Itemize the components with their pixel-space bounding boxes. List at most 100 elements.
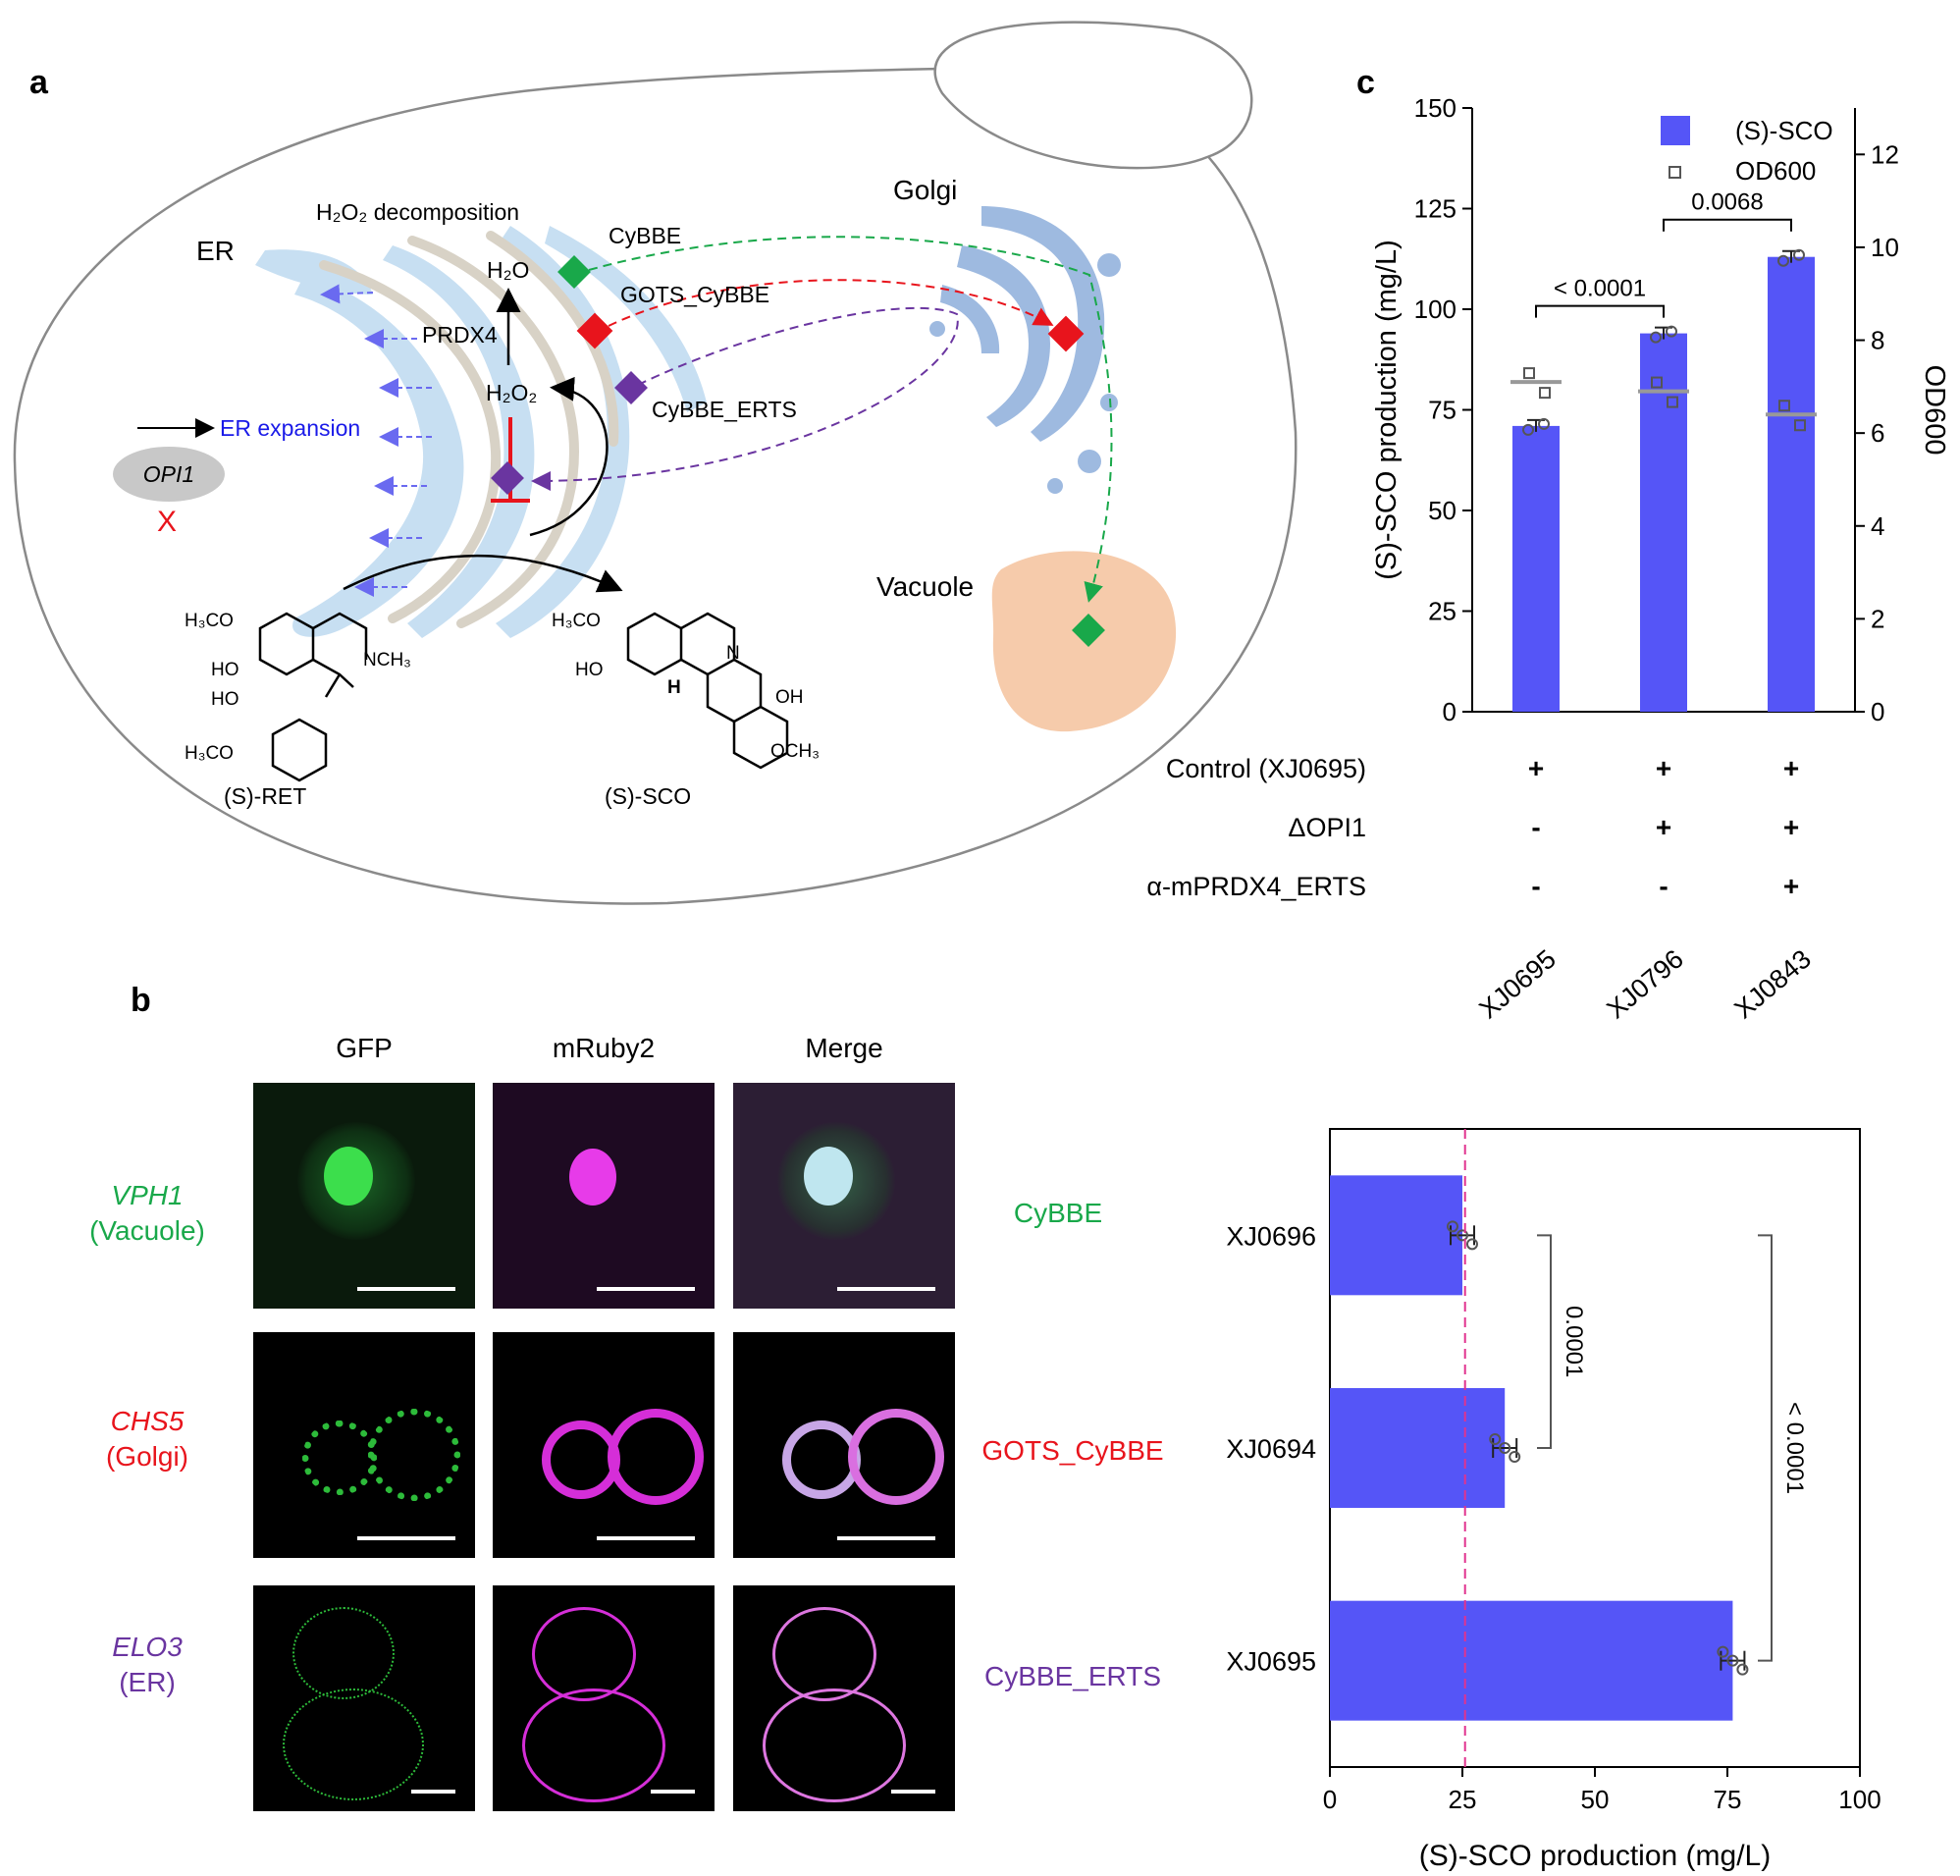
condition-label: ΔOPI1 <box>1288 813 1366 842</box>
micrograph-chs5-gfp <box>253 1332 475 1558</box>
replicate-point <box>1522 423 1534 436</box>
condition-sign: + <box>1656 753 1671 783</box>
row-label-elo3: ELO3(ER) <box>112 1632 183 1698</box>
significance-label: < 0.0001 <box>1781 1402 1808 1494</box>
vacuole-label: Vacuole <box>876 571 975 602</box>
y2-tick-label: 4 <box>1871 511 1884 541</box>
x-tick-label: 50 <box>1581 1785 1610 1814</box>
y-category-label: XJ0695 <box>1226 1647 1316 1677</box>
sco-och3: OCH₃ <box>770 741 820 762</box>
legend-label-od600: OD600 <box>1735 156 1816 186</box>
bar-xj0843 <box>1768 256 1815 712</box>
condition-label: Control (XJ0695) <box>1166 754 1366 783</box>
ret-ho-2: HO <box>211 689 239 710</box>
hbar-xj0695 <box>1330 1600 1733 1721</box>
condition-sign: - <box>1531 812 1540 842</box>
micrograph-elo3-gfp <box>253 1585 475 1811</box>
od600-point <box>1523 367 1535 380</box>
x-axis-title: (S)-SCO production (mg/L) <box>1419 1840 1771 1872</box>
ret-h3co-bottom: H₃CO <box>185 743 234 764</box>
replicate-point <box>1666 325 1677 338</box>
y-tick-label: 100 <box>1414 295 1457 324</box>
x-tick-label: 100 <box>1838 1785 1881 1814</box>
ret-label: (S)-RET <box>224 783 307 809</box>
construct-label-gots-cybbe: GOTS_CyBBE <box>981 1435 1164 1466</box>
ret-structure <box>258 612 368 782</box>
cybbe-erts-diamond <box>614 371 648 404</box>
significance-label: < 0.0001 <box>1554 276 1646 302</box>
condition-sign: + <box>1783 871 1799 901</box>
sco-structure <box>626 612 789 770</box>
prdx4-label: PRDX4 <box>422 322 498 348</box>
micrograph-elo3-mruby2 <box>493 1585 715 1811</box>
golgi-label: Golgi <box>893 175 958 205</box>
replicate-point <box>1447 1220 1458 1233</box>
replicate-point <box>1457 1229 1468 1242</box>
condition-sign: + <box>1528 753 1544 783</box>
legend-label-sco: (S)-SCO <box>1735 116 1833 145</box>
x-category-label: XJ0843 <box>1728 944 1816 1025</box>
od600-point <box>1778 400 1790 412</box>
construct-label-cybbe: CyBBE <box>1013 1198 1103 1228</box>
y-tick-label: 75 <box>1428 396 1457 425</box>
ret-h3co-top: H₃CO <box>185 611 234 631</box>
opi1-ellipse <box>113 447 225 502</box>
micrograph-vph1-mruby2 <box>493 1083 715 1309</box>
opi1-deletion-mark: X <box>157 506 178 538</box>
y-category-label: XJ0694 <box>1226 1434 1316 1464</box>
sco-h3co: H₃CO <box>552 611 601 631</box>
x-tick-label: 25 <box>1449 1785 1477 1814</box>
significance-label: 0.0001 <box>1561 1306 1587 1377</box>
cybbe-diamond <box>557 255 591 289</box>
od600-point <box>1539 387 1551 400</box>
cybbe-label: CyBBE <box>609 223 682 248</box>
sco-n: N <box>726 643 740 664</box>
micrograph-chs5-merge <box>733 1332 955 1558</box>
replicate-point <box>1650 331 1662 344</box>
erts-diamond-er <box>491 461 524 495</box>
panel-label-c: c <box>1356 64 1375 101</box>
er-expansion-arrows <box>320 284 432 597</box>
h2o2-decomposition-label: H₂O₂ decomposition <box>316 199 520 225</box>
column-header-mruby2: mRuby2 <box>552 1033 656 1063</box>
condition-sign: + <box>1656 812 1671 842</box>
y2-tick-label: 8 <box>1871 326 1884 355</box>
h2o2-label: H₂O₂ <box>486 380 538 405</box>
bar-xj0796 <box>1640 333 1687 712</box>
y2-tick-label: 0 <box>1871 697 1884 726</box>
y-tick-label: 50 <box>1428 496 1457 525</box>
significance-bracket <box>1537 1234 1552 1449</box>
legend-swatch-od600 <box>1669 166 1681 179</box>
replicate-point <box>1538 417 1550 430</box>
replicate-point <box>1726 1654 1739 1667</box>
replicate-point <box>1509 1451 1521 1463</box>
row-label-chs5: CHS5(Golgi) <box>105 1406 188 1473</box>
h2o-label: H₂O <box>487 257 530 283</box>
cybbe-diamond-vacuole <box>1072 614 1105 647</box>
bar-xj0695 <box>1512 425 1560 712</box>
replicate-point <box>1793 248 1805 261</box>
condition-sign: + <box>1783 753 1799 783</box>
x-tick-label: 0 <box>1323 1785 1337 1814</box>
cybbe-erts-label: CyBBE_ERTS <box>652 397 797 422</box>
significance-bracket <box>1758 1234 1773 1662</box>
ret-ho: HO <box>211 660 239 680</box>
opi1-label: OPI1 <box>142 461 195 487</box>
sco-ho: HO <box>575 660 604 680</box>
replicate-point <box>1736 1663 1749 1676</box>
column-header-gfp: GFP <box>336 1033 393 1063</box>
gots-cybbe-diamond <box>576 312 613 349</box>
replicate-point <box>1489 1433 1502 1445</box>
ret-nch3: NCH₃ <box>363 650 411 670</box>
sco-oh: OH <box>775 687 804 708</box>
sco-h: H <box>667 677 681 698</box>
hbar-xj0694 <box>1330 1388 1506 1508</box>
column-header-merge: Merge <box>805 1033 883 1063</box>
y2-tick-label: 12 <box>1871 139 1899 169</box>
golgi-stack <box>929 206 1121 494</box>
y-axis-title: (S)-SCO production (mg/L) <box>1371 240 1403 580</box>
micrograph-chs5-mruby2 <box>493 1332 715 1558</box>
significance-label: 0.0068 <box>1691 189 1763 216</box>
bud-outline <box>933 21 1253 170</box>
